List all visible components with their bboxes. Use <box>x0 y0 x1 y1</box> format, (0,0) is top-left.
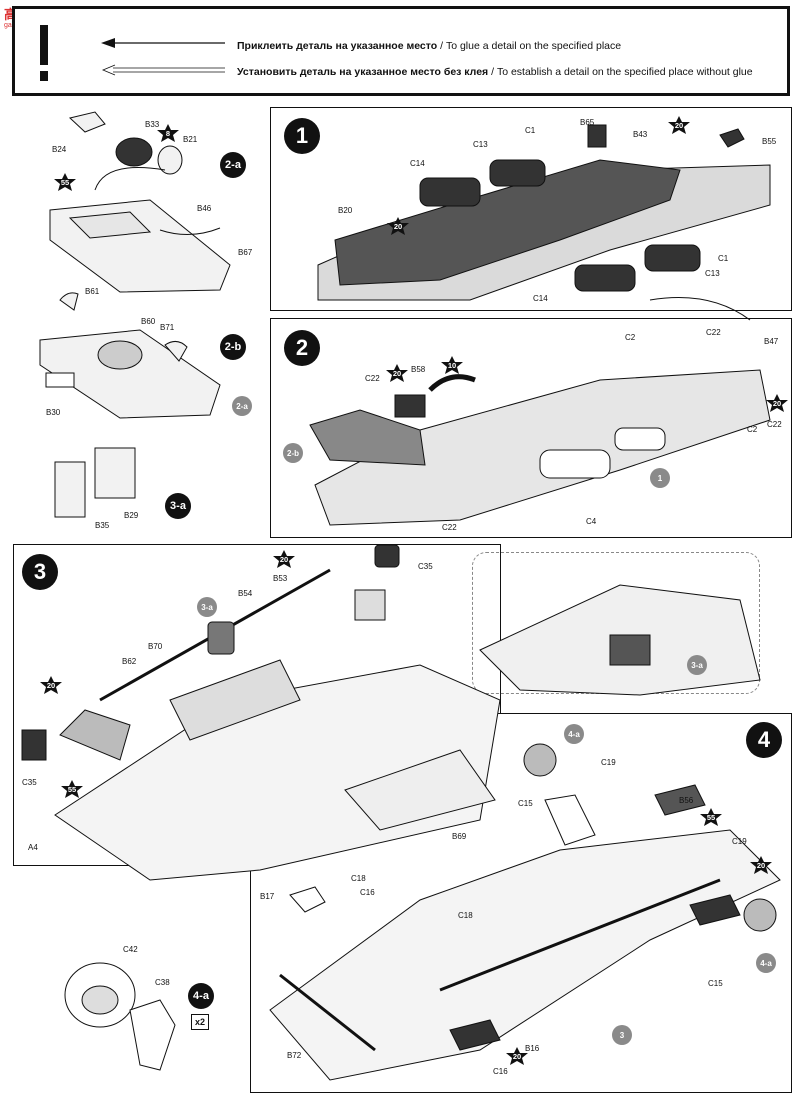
paint-star-icon: 55 <box>54 173 76 191</box>
part-label: C15 <box>518 799 533 808</box>
part-label: B43 <box>633 130 648 139</box>
part-label: B16 <box>525 1044 540 1053</box>
sub-2a-badge: 2-a <box>220 152 246 178</box>
legend-noglue: Установить деталь на указанное место без… <box>237 66 753 78</box>
part-label: B61 <box>85 287 100 296</box>
legend-box: Приклеить деталь на указанное место / To… <box>12 6 790 96</box>
quantity-x2-badge: x2 <box>191 1014 209 1030</box>
part-label: B65 <box>580 118 595 127</box>
paint-star-icon: 10 <box>441 356 463 374</box>
ref-3-badge: 3 <box>612 1025 632 1045</box>
part-label: A4 <box>28 843 38 852</box>
part-label: C18 <box>458 911 473 920</box>
sub-3a-badge: 3-a <box>165 493 191 519</box>
sub-4a-badge: 4-a <box>188 983 214 1009</box>
ref-4a-badge-1: 4-a <box>564 724 584 744</box>
part-label: C2 <box>747 425 758 434</box>
part-label: B33 <box>145 120 160 129</box>
part-label: B62 <box>122 657 137 666</box>
part-label: C14 <box>533 294 548 303</box>
part-label: B55 <box>762 137 777 146</box>
legend-glue: Приклеить деталь на указанное место / To… <box>237 40 622 52</box>
part-label: B72 <box>287 1051 302 1060</box>
part-label: B46 <box>197 204 212 213</box>
paint-star-icon: 20 <box>766 394 788 412</box>
sub-2b-badge: 2-b <box>220 334 246 360</box>
ref-1-badge: 1 <box>650 468 670 488</box>
part-label: C15 <box>708 979 723 988</box>
part-label: B56 <box>679 796 694 805</box>
part-label: C13 <box>705 269 720 278</box>
glue-arrow-icon <box>101 38 225 48</box>
ref-3a-badge-1: 3-a <box>197 597 217 617</box>
ref-3a-badge-2: 3-a <box>687 655 707 675</box>
step-2-badge: 2 <box>284 330 320 366</box>
part-label: C38 <box>155 978 170 987</box>
part-label: B17 <box>260 892 275 901</box>
paint-star-icon: 20 <box>750 856 772 874</box>
ref-4a-badge-2: 4-a <box>756 953 776 973</box>
part-label: C4 <box>586 517 597 526</box>
part-label: B20 <box>338 206 353 215</box>
paint-star-icon: 20 <box>668 116 690 134</box>
part-label: C19 <box>601 758 616 767</box>
part-label: B58 <box>411 365 426 374</box>
exclamation-icon <box>40 25 48 81</box>
paint-star-icon: 20 <box>387 217 409 235</box>
paint-star-icon: 20 <box>506 1047 528 1065</box>
part-label: C22 <box>442 523 457 532</box>
part-label: C22 <box>365 374 380 383</box>
part-label: B24 <box>52 145 67 154</box>
part-label: C22 <box>767 420 782 429</box>
paint-star-icon: 20 <box>40 676 62 694</box>
part-label: C22 <box>706 328 721 337</box>
paint-star-icon: 8 <box>157 124 179 142</box>
part-label: C19 <box>732 837 747 846</box>
ref-2a-badge: 2-a <box>232 396 252 416</box>
part-label: B53 <box>273 574 288 583</box>
part-label: C35 <box>418 562 433 571</box>
part-label: B29 <box>124 511 139 520</box>
paint-star-icon: 20 <box>386 364 408 382</box>
step-4-badge: 4 <box>746 722 782 758</box>
part-label: C2 <box>625 333 636 342</box>
part-label: B69 <box>452 832 467 841</box>
part-label: B67 <box>238 248 253 257</box>
part-label: B60 <box>141 317 156 326</box>
ref-2b-badge: 2-b <box>283 443 303 463</box>
part-label: C16 <box>360 888 375 897</box>
paint-star-icon: 55 <box>61 780 83 798</box>
part-label: B47 <box>764 337 779 346</box>
part-label: B70 <box>148 642 163 651</box>
part-label: C18 <box>351 874 366 883</box>
part-label: B54 <box>238 589 253 598</box>
noglue-arrow-icon <box>101 64 225 76</box>
part-label: C1 <box>718 254 729 263</box>
part-label: B30 <box>46 408 61 417</box>
paint-star-icon: 20 <box>273 550 295 568</box>
part-label: B21 <box>183 135 198 144</box>
part-label: C1 <box>525 126 536 135</box>
part-label: C13 <box>473 140 488 149</box>
step-1-badge: 1 <box>284 118 320 154</box>
paint-star-icon: 55 <box>700 808 722 826</box>
part-label: C35 <box>22 778 37 787</box>
part-label: C42 <box>123 945 138 954</box>
step-3-badge: 3 <box>22 554 58 590</box>
part-label: C16 <box>493 1067 508 1076</box>
part-label: B71 <box>160 323 175 332</box>
part-label: B35 <box>95 521 110 530</box>
part-label: C14 <box>410 159 425 168</box>
